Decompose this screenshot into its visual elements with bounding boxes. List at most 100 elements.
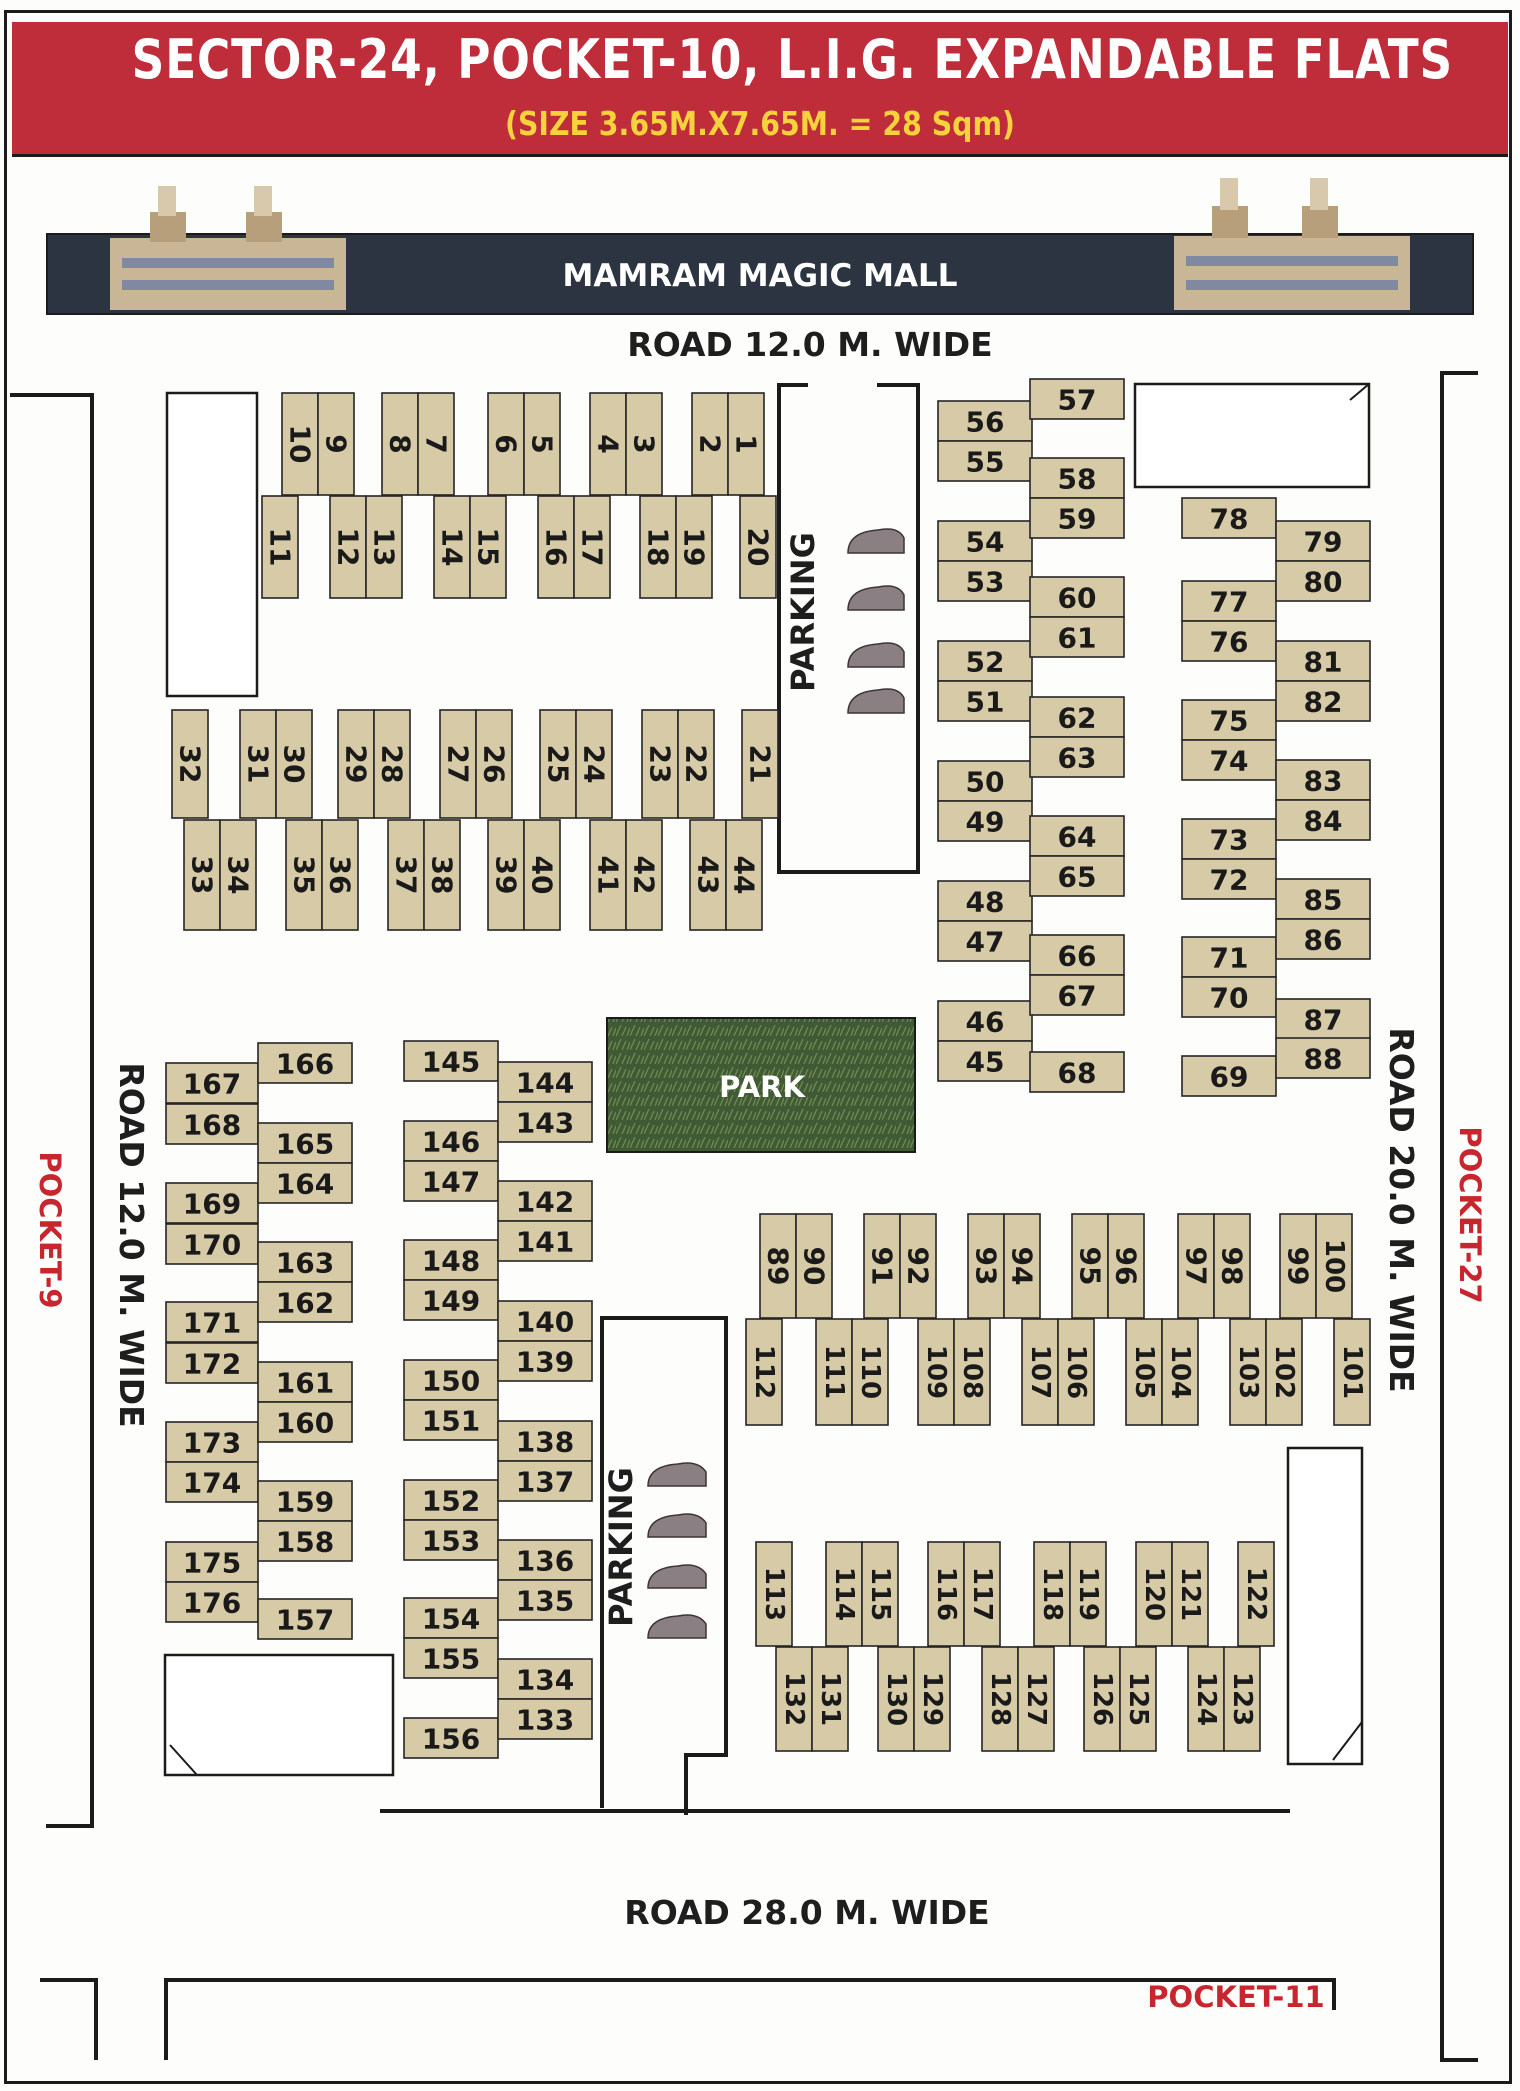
plot-15[interactable]: 15	[469, 495, 507, 599]
plot-23[interactable]: 23	[641, 709, 679, 819]
plot-121[interactable]: 121	[1171, 1541, 1209, 1647]
plot-9[interactable]: 9	[317, 392, 355, 496]
plot-134[interactable]: 134	[497, 1658, 593, 1700]
plot-30[interactable]: 30	[275, 709, 313, 819]
plot-176[interactable]: 176	[165, 1581, 259, 1623]
plot-131[interactable]: 131	[811, 1646, 849, 1752]
plot-51[interactable]: 51	[937, 680, 1033, 722]
plot-114[interactable]: 114	[825, 1541, 863, 1647]
plot-127[interactable]: 127	[1017, 1646, 1055, 1752]
plot-41[interactable]: 41	[589, 819, 627, 931]
plot-140[interactable]: 140	[497, 1300, 593, 1342]
plot-74[interactable]: 74	[1181, 739, 1277, 781]
plot-126[interactable]: 126	[1083, 1646, 1121, 1752]
plot-8[interactable]: 8	[381, 392, 419, 496]
plot-136[interactable]: 136	[497, 1539, 593, 1581]
plot-166[interactable]: 166	[257, 1042, 353, 1084]
plot-96[interactable]: 96	[1107, 1213, 1145, 1319]
plot-61[interactable]: 61	[1029, 616, 1125, 658]
plot-13[interactable]: 13	[365, 495, 403, 599]
plot-77[interactable]: 77	[1181, 580, 1277, 622]
plot-148[interactable]: 148	[403, 1239, 499, 1281]
plot-20[interactable]: 20	[739, 495, 777, 599]
plot-35[interactable]: 35	[285, 819, 323, 931]
plot-19[interactable]: 19	[675, 495, 713, 599]
plot-50[interactable]: 50	[937, 760, 1033, 802]
plot-90[interactable]: 90	[795, 1213, 833, 1319]
plot-42[interactable]: 42	[625, 819, 663, 931]
plot-143[interactable]: 143	[497, 1101, 593, 1143]
plot-145[interactable]: 145	[403, 1040, 499, 1082]
plot-88[interactable]: 88	[1275, 1037, 1371, 1079]
plot-64[interactable]: 64	[1029, 815, 1125, 857]
plot-117[interactable]: 117	[963, 1541, 1001, 1647]
plot-28[interactable]: 28	[373, 709, 411, 819]
plot-22[interactable]: 22	[677, 709, 715, 819]
plot-40[interactable]: 40	[523, 819, 561, 931]
plot-141[interactable]: 141	[497, 1220, 593, 1262]
plot-112[interactable]: 112	[745, 1318, 783, 1426]
plot-113[interactable]: 113	[755, 1541, 793, 1647]
plot-95[interactable]: 95	[1071, 1213, 1109, 1319]
plot-29[interactable]: 29	[337, 709, 375, 819]
plot-120[interactable]: 120	[1135, 1541, 1173, 1647]
plot-80[interactable]: 80	[1275, 560, 1371, 602]
plot-21[interactable]: 21	[741, 709, 779, 819]
plot-49[interactable]: 49	[937, 800, 1033, 842]
plot-62[interactable]: 62	[1029, 696, 1125, 738]
plot-135[interactable]: 135	[497, 1579, 593, 1621]
plot-79[interactable]: 79	[1275, 520, 1371, 562]
plot-159[interactable]: 159	[257, 1480, 353, 1522]
plot-172[interactable]: 172	[165, 1342, 259, 1384]
plot-68[interactable]: 68	[1029, 1051, 1125, 1093]
plot-24[interactable]: 24	[575, 709, 613, 819]
plot-111[interactable]: 111	[815, 1318, 853, 1426]
plot-44[interactable]: 44	[725, 819, 763, 931]
plot-97[interactable]: 97	[1177, 1213, 1215, 1319]
plot-99[interactable]: 99	[1279, 1213, 1317, 1319]
plot-152[interactable]: 152	[403, 1479, 499, 1521]
plot-63[interactable]: 63	[1029, 736, 1125, 778]
plot-16[interactable]: 16	[537, 495, 575, 599]
plot-5[interactable]: 5	[523, 392, 561, 496]
plot-149[interactable]: 149	[403, 1279, 499, 1321]
plot-116[interactable]: 116	[927, 1541, 965, 1647]
plot-31[interactable]: 31	[239, 709, 277, 819]
plot-1[interactable]: 1	[727, 392, 765, 496]
plot-70[interactable]: 70	[1181, 976, 1277, 1018]
plot-71[interactable]: 71	[1181, 936, 1277, 978]
plot-76[interactable]: 76	[1181, 620, 1277, 662]
plot-56[interactable]: 56	[937, 400, 1033, 442]
plot-144[interactable]: 144	[497, 1061, 593, 1103]
plot-52[interactable]: 52	[937, 640, 1033, 682]
plot-93[interactable]: 93	[967, 1213, 1005, 1319]
plot-72[interactable]: 72	[1181, 858, 1277, 900]
plot-59[interactable]: 59	[1029, 497, 1125, 539]
plot-14[interactable]: 14	[433, 495, 471, 599]
plot-26[interactable]: 26	[475, 709, 513, 819]
plot-158[interactable]: 158	[257, 1520, 353, 1562]
plot-85[interactable]: 85	[1275, 878, 1371, 920]
plot-139[interactable]: 139	[497, 1340, 593, 1382]
plot-110[interactable]: 110	[851, 1318, 889, 1426]
plot-115[interactable]: 115	[861, 1541, 899, 1647]
plot-84[interactable]: 84	[1275, 799, 1371, 841]
plot-17[interactable]: 17	[573, 495, 611, 599]
plot-60[interactable]: 60	[1029, 576, 1125, 618]
plot-43[interactable]: 43	[689, 819, 727, 931]
plot-104[interactable]: 104	[1161, 1318, 1199, 1426]
plot-25[interactable]: 25	[539, 709, 577, 819]
plot-89[interactable]: 89	[759, 1213, 797, 1319]
plot-12[interactable]: 12	[329, 495, 367, 599]
plot-32[interactable]: 32	[171, 709, 209, 819]
plot-6[interactable]: 6	[487, 392, 525, 496]
plot-163[interactable]: 163	[257, 1241, 353, 1283]
plot-4[interactable]: 4	[589, 392, 627, 496]
plot-118[interactable]: 118	[1033, 1541, 1071, 1647]
plot-82[interactable]: 82	[1275, 680, 1371, 722]
plot-78[interactable]: 78	[1181, 497, 1277, 539]
plot-81[interactable]: 81	[1275, 640, 1371, 682]
plot-100[interactable]: 100	[1315, 1213, 1353, 1319]
plot-173[interactable]: 173	[165, 1421, 259, 1463]
plot-123[interactable]: 123	[1223, 1646, 1261, 1752]
